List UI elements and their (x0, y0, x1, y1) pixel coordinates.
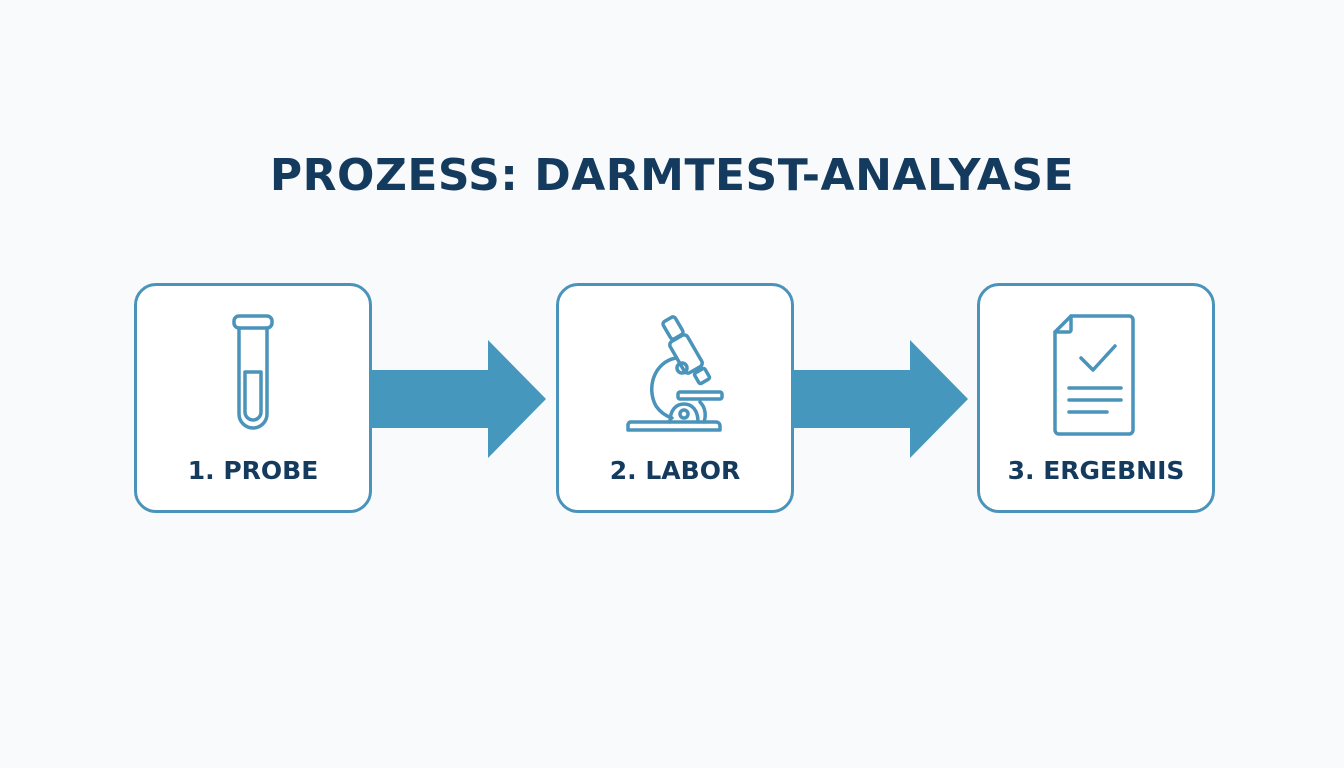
test-tube-icon (198, 310, 308, 440)
step-probe: 1. PROBE (134, 283, 372, 513)
step-label: 1. PROBE (187, 456, 319, 485)
flow-arrow (370, 340, 546, 458)
step-labor: 2. LABOR (556, 283, 794, 513)
checked-document-icon (1041, 310, 1151, 440)
step-ergebnis: 3. ERGEBNIS (977, 283, 1215, 513)
diagram-title: PROZESS: DARMTEST-ANALYASE (269, 150, 1075, 201)
step-label: 3. ERGEBNIS (1007, 456, 1185, 485)
microscope-icon (620, 310, 730, 440)
flow-arrow (792, 340, 968, 458)
step-label: 2. LABOR (609, 456, 741, 485)
